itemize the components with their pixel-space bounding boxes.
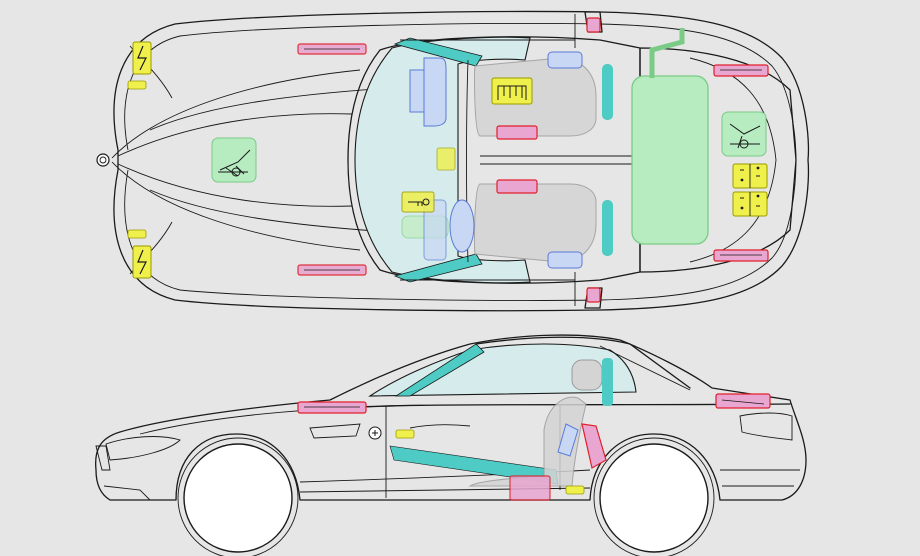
rollbar-side	[602, 358, 613, 406]
front-wheel	[177, 437, 299, 556]
electronic-module	[436, 147, 456, 171]
airbag-rear-right	[713, 249, 769, 262]
side-view	[94, 334, 807, 556]
gas-strut-front	[211, 137, 257, 183]
fuel-tank	[631, 75, 709, 245]
side-vent	[309, 423, 361, 439]
seat-right-top	[474, 183, 597, 263]
control-unit-icon	[497, 85, 527, 100]
fuel-filler-tube	[649, 28, 685, 78]
fuse-box-rear	[732, 163, 768, 217]
side-window-glass	[368, 343, 637, 397]
side-body-outline	[94, 334, 807, 501]
seatbelt-front-right	[423, 57, 447, 127]
hood-line-lower	[111, 161, 361, 251]
top-body-outline	[113, 10, 810, 312]
gas-strut-rear	[721, 111, 767, 157]
hood-bulge-upper	[149, 87, 391, 131]
top-view	[96, 10, 810, 312]
seatbelt-upper-left	[547, 51, 583, 69]
seatbelt-side	[557, 423, 579, 457]
hood-center-upper	[117, 113, 353, 157]
roof-line	[475, 336, 691, 389]
battery-front-left	[132, 41, 152, 75]
ignition-key	[401, 191, 435, 213]
airbag-mirror-left	[586, 17, 601, 33]
airbag-rear-side	[715, 393, 771, 409]
front-grille-side	[95, 445, 111, 471]
door-handle	[409, 424, 471, 429]
control-unit	[491, 77, 533, 105]
seat-side	[468, 396, 587, 487]
front-bumper-side	[103, 485, 151, 501]
rollbar-right	[602, 200, 613, 256]
rear-window	[599, 345, 691, 391]
ignition-key-icon	[408, 201, 423, 206]
sensor-front-left	[127, 80, 147, 90]
hood-bulge-lower	[149, 189, 391, 233]
front-emblem-icon	[96, 153, 110, 167]
seatbelt-column-lower	[423, 199, 447, 261]
headrest-side	[571, 359, 603, 391]
sensor-side-door	[395, 429, 415, 439]
airbag-seat-left	[496, 125, 538, 140]
airbag-sill-side	[509, 475, 551, 501]
sensor-front-right	[127, 229, 147, 239]
battery-front-right	[132, 245, 152, 279]
fuse-box-icon	[740, 164, 760, 216]
sensor-side-sill	[565, 485, 585, 495]
battery-symbol-icon	[137, 45, 147, 71]
airbags-top	[297, 17, 769, 303]
taillight-side	[739, 412, 793, 441]
airbag-seat-side	[581, 423, 607, 469]
headlight-side	[105, 436, 181, 461]
trunk-outline	[639, 47, 797, 273]
steering-wheel	[449, 199, 475, 253]
airbag-curtain-side	[297, 401, 367, 414]
seatbelt-lower-right	[547, 251, 583, 269]
airbag-generator-icon	[304, 48, 762, 271]
a-pillar-side	[394, 343, 485, 397]
rear-wheel	[593, 437, 715, 556]
airbag-rear-left	[713, 64, 769, 77]
hood-center-lower	[117, 163, 353, 207]
hood-line-upper	[111, 69, 361, 159]
rollbar-left	[602, 64, 613, 120]
airbag-mirror-right	[586, 287, 601, 303]
airbag-seat-right	[496, 179, 538, 194]
rear-bumper-side	[720, 469, 800, 487]
